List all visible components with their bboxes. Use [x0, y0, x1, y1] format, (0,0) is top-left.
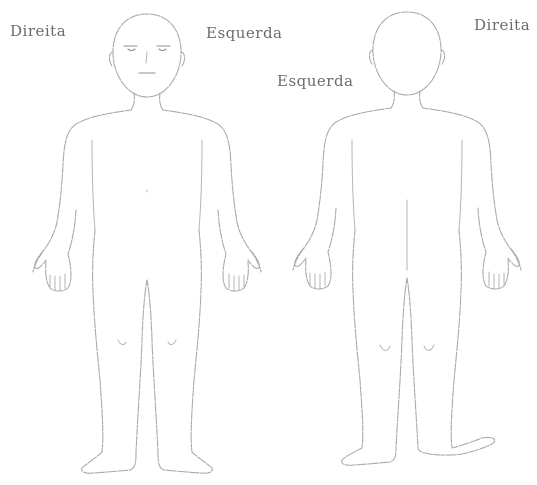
back-head	[369, 12, 444, 95]
back-torso	[317, 108, 497, 270]
back-neck	[391, 91, 423, 108]
